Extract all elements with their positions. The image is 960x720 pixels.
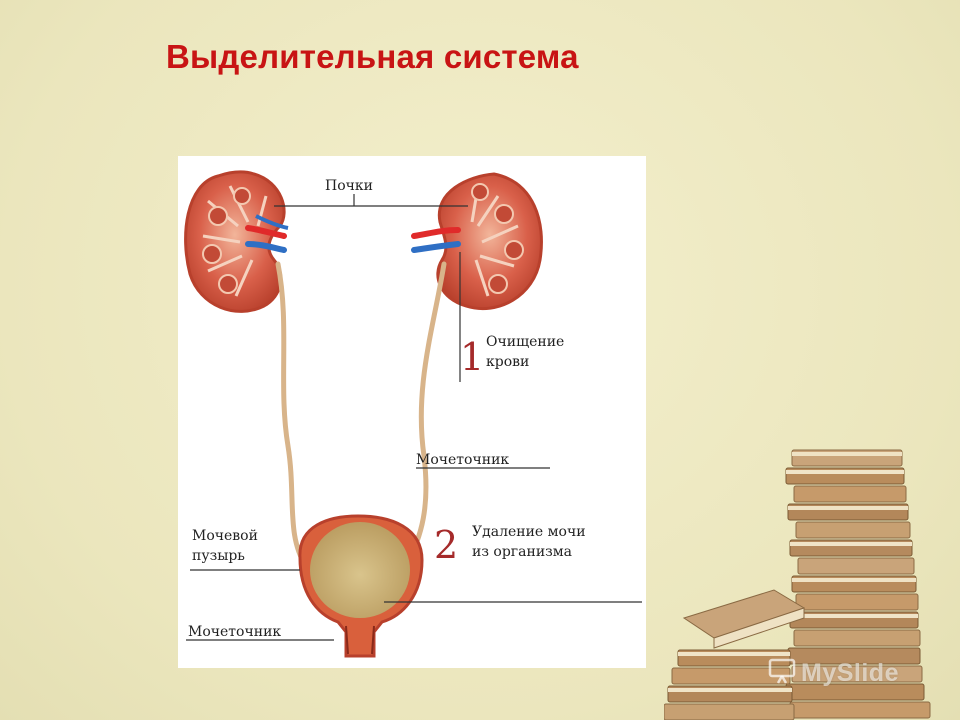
label-kidneys: Почки: [325, 178, 373, 194]
function-2-number: 2: [434, 523, 458, 567]
myslide-watermark: MySlide: [768, 658, 899, 691]
right-kidney: [411, 172, 543, 311]
function-2-line-2: из организма: [472, 544, 572, 560]
label-bladder-line-2: пузырь: [192, 548, 245, 564]
diagram-svg: Почки 1 Очищение крови Мочеточник Мочево…: [184, 170, 642, 658]
label-bladder-line-1: Мочевой: [192, 528, 258, 544]
label-urethra: Мочеточник: [188, 624, 281, 640]
watermark-text: MySlide: [801, 659, 899, 688]
slideshow-icon: [768, 658, 798, 691]
function-1-line-1: Очищение: [486, 334, 564, 350]
slide-title: Выделительная система: [166, 38, 579, 75]
urinary-bladder: [298, 514, 424, 658]
leader-lines: [186, 194, 642, 641]
function-2-line-1: Удаление мочи: [472, 524, 586, 540]
function-1-line-2: крови: [486, 354, 529, 370]
left-ureter: [275, 261, 309, 569]
label-ureter: Мочеточник: [416, 452, 509, 468]
books-tall-stack: [785, 449, 931, 719]
function-1-number: 1: [460, 335, 484, 379]
books-stack-image: [664, 449, 931, 720]
books-low-stack: [664, 589, 806, 720]
excretory-system-diagram: Почки 1 Очищение крови Мочеточник Мочево…: [178, 156, 646, 668]
right-ureter: [403, 261, 447, 569]
left-kidney: [184, 170, 289, 313]
